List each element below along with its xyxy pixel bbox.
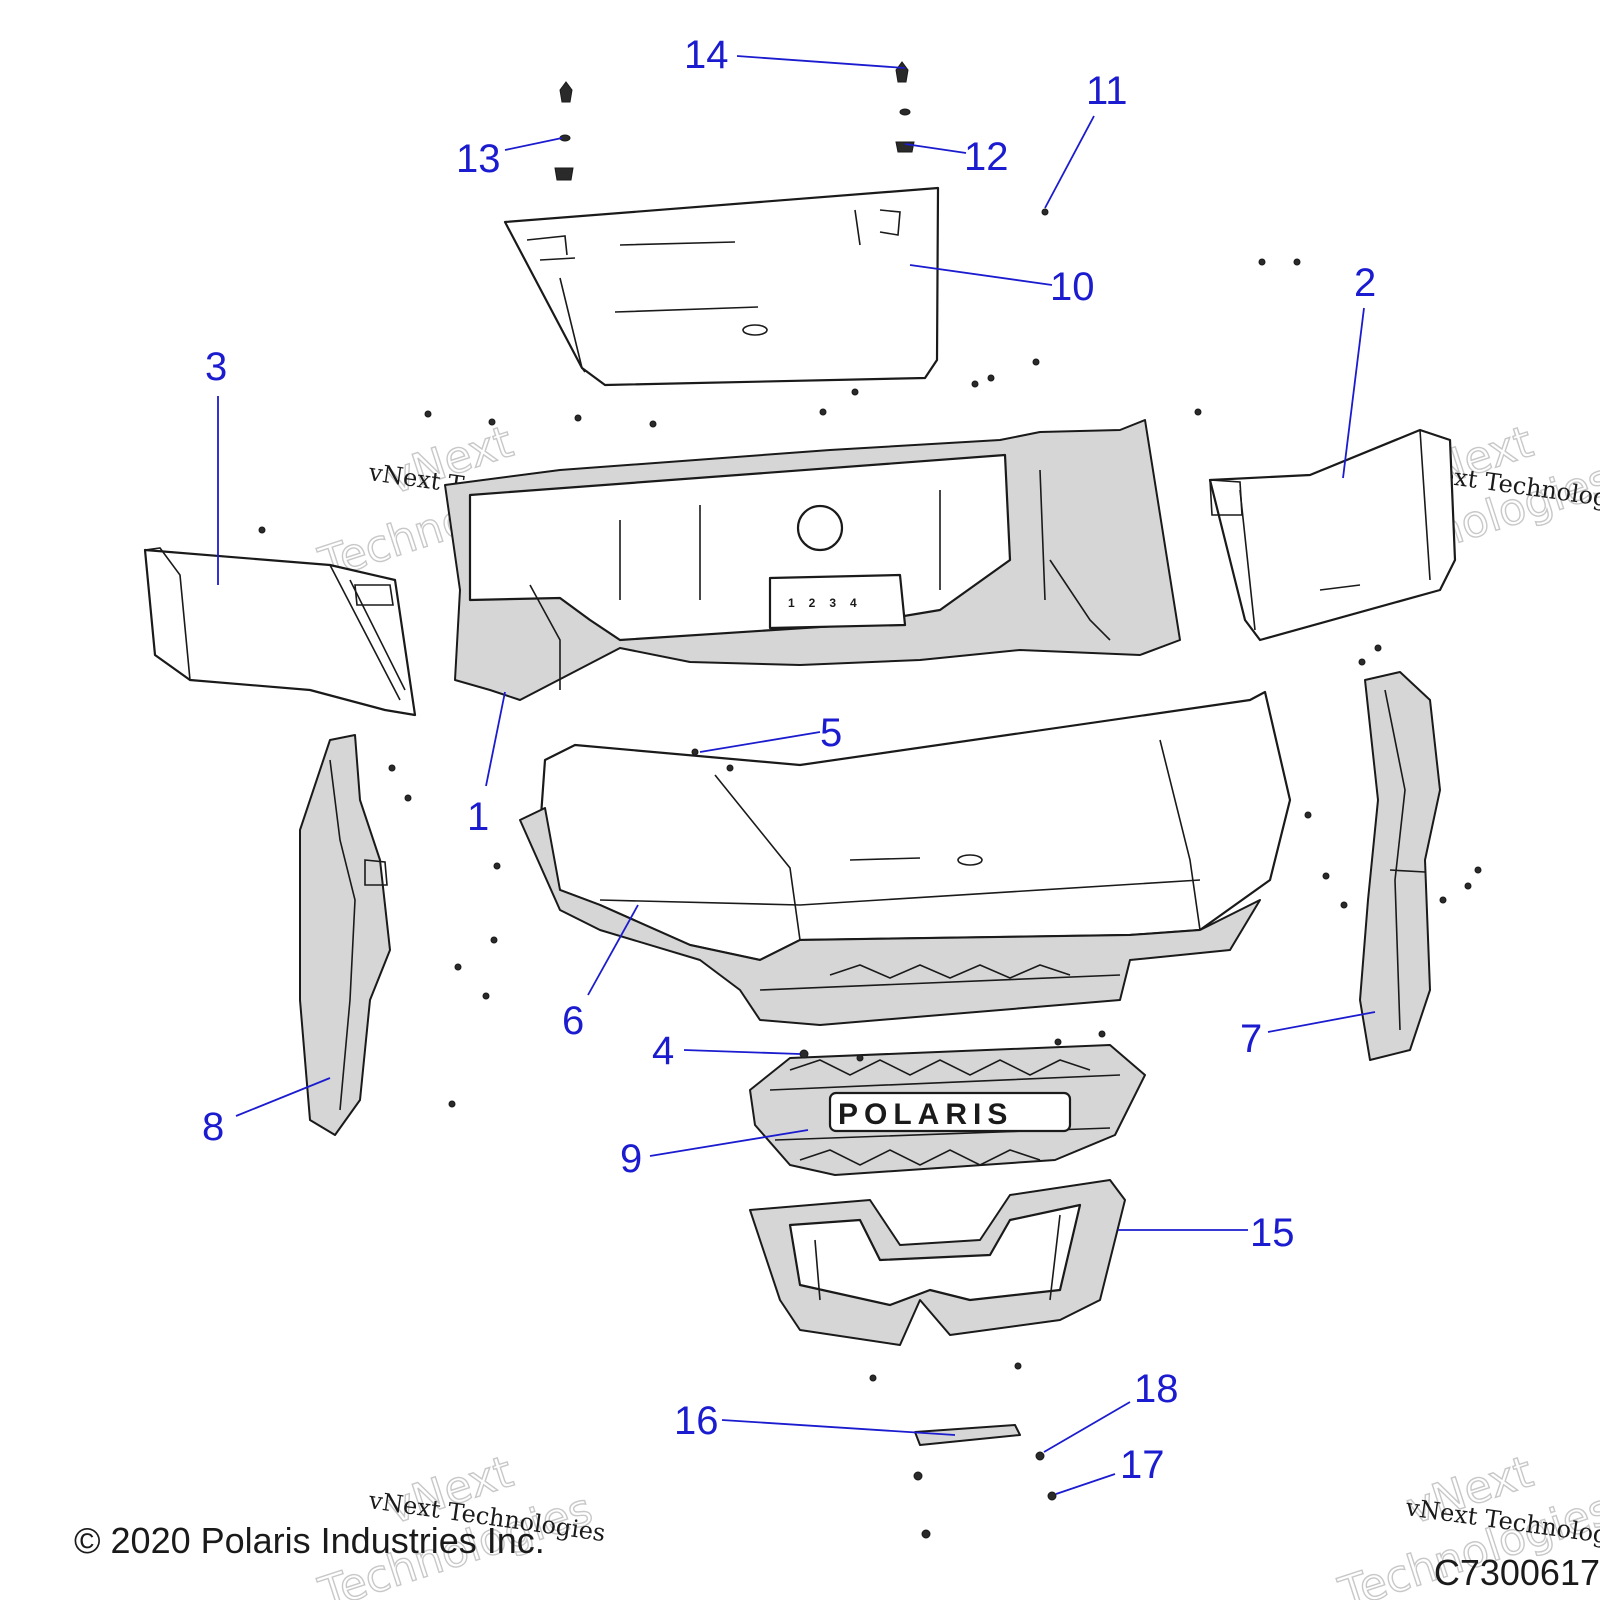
- fastener-u: [1322, 872, 1330, 880]
- fastener-v: [1340, 901, 1348, 909]
- leader-2: [1342, 307, 1365, 479]
- fastener-af: [1098, 1030, 1106, 1038]
- fastener-4: [799, 1049, 809, 1059]
- fastener-r: [404, 794, 412, 802]
- fastener-d: [987, 374, 995, 382]
- fastener-t: [1304, 811, 1312, 819]
- fastener-e: [1032, 358, 1040, 366]
- part-hood-panel: [503, 186, 940, 387]
- fastener-aj: [921, 1529, 931, 1539]
- fastener-g: [819, 408, 827, 416]
- callout-5: 5: [820, 711, 842, 755]
- fastener-x: [1464, 882, 1472, 890]
- fastener-ab: [482, 992, 490, 1000]
- fastener-aa: [454, 963, 462, 971]
- part-inner-dash-panel: 1234: [444, 419, 1181, 701]
- fastener-m: [258, 526, 266, 534]
- part-left-side-panel: [143, 547, 417, 717]
- fasteners-group: [258, 61, 1482, 1539]
- leader-1: [485, 691, 506, 787]
- callout-10: 10: [1050, 265, 1095, 309]
- fastener-ai: [913, 1471, 923, 1481]
- fastener-12a: [899, 108, 911, 116]
- part-right-side-panel: [1208, 428, 1457, 642]
- fastener-ae: [1054, 1038, 1062, 1046]
- leader-12: [904, 143, 967, 154]
- leader-11: [1044, 115, 1095, 209]
- fastener-a: [1258, 258, 1266, 266]
- part-front-nose: [519, 690, 1292, 1026]
- fastener-s: [493, 862, 501, 870]
- callout-9: 9: [620, 1137, 642, 1181]
- part-left-fender: [299, 734, 391, 1136]
- leader-6: [587, 904, 639, 996]
- fastener-ag: [869, 1374, 877, 1382]
- leader-4: [683, 1049, 801, 1055]
- fastener-z: [490, 936, 498, 944]
- fastener-p: [726, 764, 734, 772]
- leader-10: [909, 264, 1053, 286]
- fastener-14a: [559, 81, 573, 103]
- leader-lines: [217, 55, 1376, 1495]
- fastener-h: [649, 420, 657, 428]
- fastener-5: [691, 748, 699, 756]
- callout-4: 4: [652, 1029, 674, 1073]
- fastener-n: [1358, 658, 1366, 666]
- callout-1: 1: [467, 795, 489, 839]
- fastener-ah: [1014, 1362, 1022, 1370]
- figure-code: C7300617: [1433, 1552, 1600, 1593]
- callout-numbers: 1 2 3 4 5 6 7 8 9 10 11 12 13 14 15 16 1…: [202, 33, 1376, 1487]
- leader-14: [736, 55, 906, 69]
- fastener-b: [1293, 258, 1301, 266]
- part-lower-skid-panel: [749, 1179, 1126, 1346]
- fastener-j: [488, 418, 496, 426]
- fastener-ad: [856, 1054, 864, 1062]
- callout-6: 6: [562, 999, 584, 1043]
- leader-18: [1043, 1401, 1131, 1453]
- leader-13: [504, 137, 563, 151]
- fastener-14b: [895, 61, 909, 83]
- leader-16: [721, 1419, 956, 1436]
- fastener-17: [1047, 1491, 1057, 1501]
- fastener-12b: [895, 141, 915, 153]
- fastener-k: [424, 410, 432, 418]
- callout-12: 12: [964, 135, 1009, 179]
- fastener-13b: [554, 167, 574, 181]
- leader-7: [1267, 1011, 1376, 1033]
- bracket-number-label: 1234: [788, 596, 871, 610]
- part-front-grille: POLARIS: [749, 1044, 1146, 1176]
- fastener-o: [1374, 644, 1382, 652]
- fastener-w: [1439, 896, 1447, 904]
- leader-9: [649, 1129, 809, 1157]
- fastener-y: [1474, 866, 1482, 874]
- leader-5: [699, 731, 821, 753]
- callout-16: 16: [674, 1399, 719, 1443]
- fastener-q: [388, 764, 396, 772]
- leader-17: [1055, 1473, 1116, 1495]
- callout-7: 7: [1240, 1017, 1262, 1061]
- callout-15: 15: [1250, 1211, 1295, 1255]
- fastener-f: [851, 388, 859, 396]
- part-right-fender: [1359, 671, 1441, 1061]
- fastener-18: [1035, 1451, 1045, 1461]
- callout-2: 2: [1354, 261, 1376, 305]
- fastener-l: [1194, 408, 1202, 416]
- callout-11: 11: [1086, 69, 1128, 113]
- callout-17: 17: [1120, 1443, 1165, 1487]
- grille-badge-text: POLARIS: [838, 1098, 1013, 1131]
- fastener-c: [971, 380, 979, 388]
- fastener-ac: [448, 1100, 456, 1108]
- callout-18: 18: [1134, 1367, 1179, 1411]
- callout-13: 13: [456, 137, 501, 181]
- fastener-11: [1041, 208, 1049, 216]
- fastener-i: [574, 414, 582, 422]
- callout-8: 8: [202, 1105, 224, 1149]
- callout-14: 14: [684, 33, 729, 77]
- callout-3: 3: [205, 345, 227, 389]
- leader-8: [235, 1077, 331, 1117]
- copyright-notice: © 2020 Polaris Industries Inc.: [74, 1520, 545, 1561]
- part-small-bracket: [914, 1424, 1021, 1446]
